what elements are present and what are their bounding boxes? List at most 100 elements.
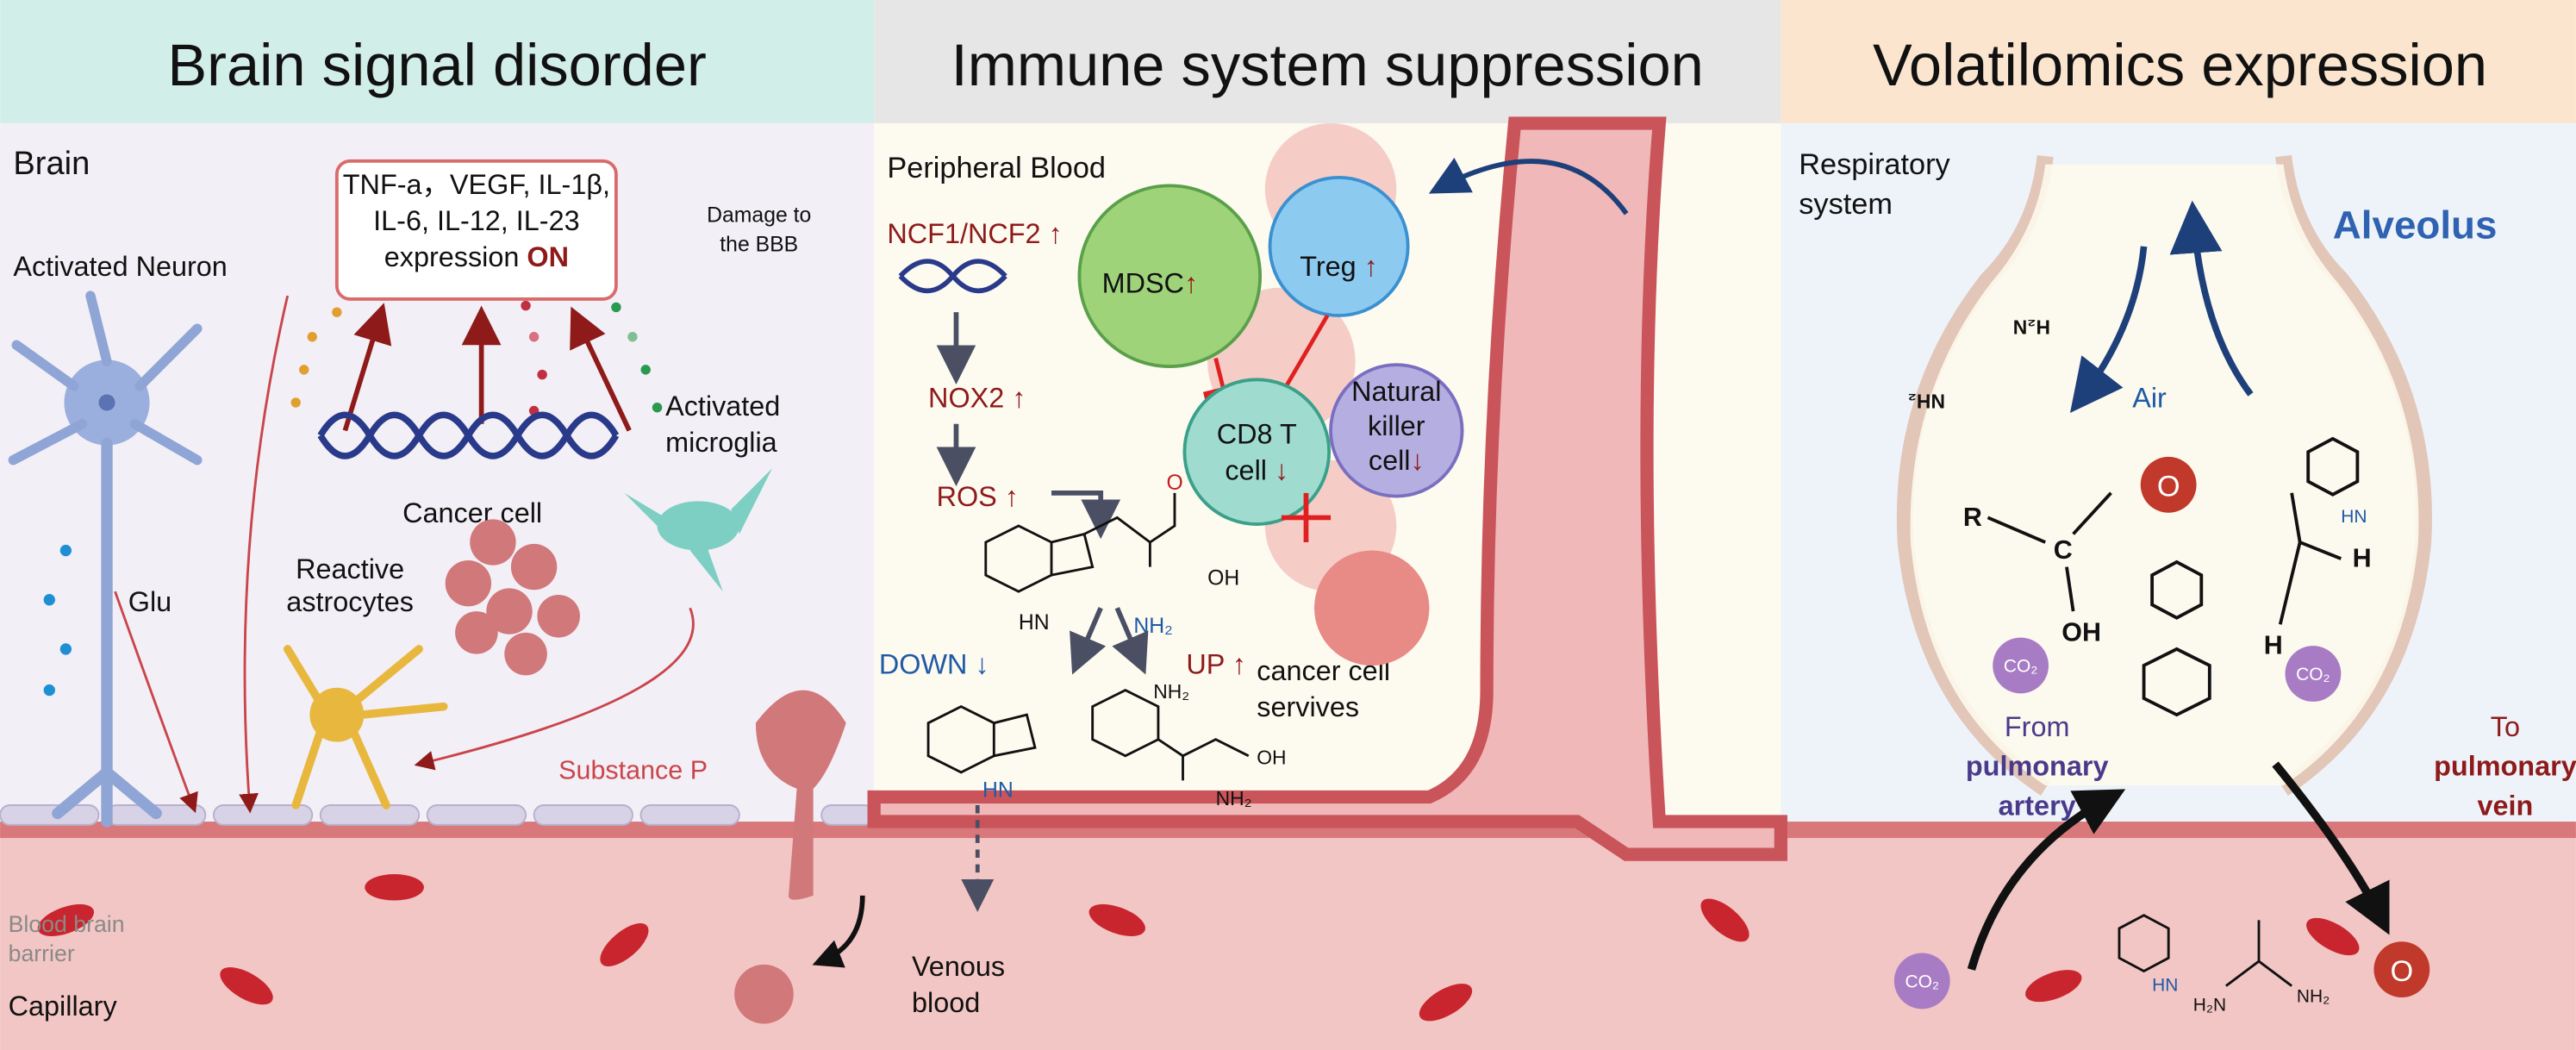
respiratory-label-2: system xyxy=(1799,188,1893,221)
cancer-cell-label: Cancer cell xyxy=(402,497,542,528)
microglia-label: Activated xyxy=(665,391,780,422)
kynurenine-nh2: NH₂ xyxy=(1153,680,1189,703)
bbb-damage-label: Damage to xyxy=(707,203,811,227)
co2-molecules xyxy=(1893,637,2342,1009)
migration-arrow xyxy=(1428,157,1629,216)
oxygen-molecule xyxy=(2140,456,2197,513)
urea-h2n: H₂N xyxy=(2013,316,2050,339)
cancer-cell-large xyxy=(1313,550,1430,666)
venous-blood-label: Venous xyxy=(912,951,1005,982)
to-label-2: pulmonary xyxy=(2434,751,2576,782)
formaldehyde-h-2: H xyxy=(2264,631,2283,660)
astrocytes-label: Reactive xyxy=(296,553,404,584)
kynurenine-nh2-2: NH₂ xyxy=(1216,787,1252,809)
blocked-cross-icon xyxy=(1281,492,1332,543)
arterial-arrow xyxy=(1967,789,2126,971)
panel-title-volatilomics: Volatilomics expression xyxy=(1873,32,2487,98)
brain-region-label: Brain xyxy=(13,145,90,182)
arrow-ros-tryptophan xyxy=(1051,490,1121,540)
panel-title-brain: Brain signal disorder xyxy=(167,32,706,98)
astrocytes-label-2: astrocytes xyxy=(286,586,414,617)
urea-bottom xyxy=(2118,914,2292,987)
cd8-label: CD8 T xyxy=(1217,419,1297,450)
cytokines-line3: expression ON xyxy=(384,241,569,272)
substance-p-arrow xyxy=(414,607,695,771)
air-label: Air xyxy=(2132,383,2167,414)
mdsc-label: MDSC↑ xyxy=(1102,267,1199,298)
neuron-icon xyxy=(8,291,203,828)
nox2-label: NOX2 ↑ xyxy=(928,383,1026,414)
neuron-label: Activated Neuron xyxy=(13,251,227,282)
oxygen-molecule-2 xyxy=(2373,941,2430,998)
nk-label-3: cell↓ xyxy=(1369,445,1425,476)
glu-dots xyxy=(43,544,72,697)
bbb-label: Blood brain xyxy=(9,911,125,937)
indole-structure xyxy=(926,705,1037,774)
bbb-damage-label-2: the BBB xyxy=(720,234,798,257)
co2-label-3: CO₂ xyxy=(1905,972,1939,992)
circulating-cancer-cell xyxy=(734,964,794,1024)
air-in-arrow xyxy=(2069,246,2148,414)
to-label: To xyxy=(2491,711,2520,742)
panel-title-immune: Immune system suppression xyxy=(951,32,1704,98)
alveolus-label: Alveolus xyxy=(2333,203,2498,247)
dna-icon-small xyxy=(898,259,1007,294)
neuron-arrow xyxy=(114,591,198,814)
from-label-3: artery xyxy=(1999,790,2076,821)
glu-label: Glu xyxy=(128,586,172,617)
tryptophan-nh2: NH₂ xyxy=(1133,615,1172,638)
kynurenine-structure xyxy=(1091,688,1250,781)
arrow-to-kynurenine xyxy=(1112,607,1149,675)
capillary-band xyxy=(0,829,2576,1050)
acid-r: R xyxy=(1963,503,1982,532)
acid-c: C xyxy=(2054,535,2073,565)
indole-hn-bottom: HN xyxy=(2152,975,2178,995)
venous-arrow xyxy=(812,895,865,968)
molecule-bonds xyxy=(1987,436,2360,717)
cytokines-line1: TNF-a，VEGF, IL-1β, xyxy=(343,169,610,200)
capillary-wall xyxy=(0,822,2576,839)
substance-p-label: Substance P xyxy=(558,755,708,784)
panel-immune-header xyxy=(874,0,1781,123)
cd8-t-cell xyxy=(1182,378,1332,526)
dna-icon xyxy=(317,411,620,459)
nk-cell xyxy=(1329,363,1464,498)
cancer-cells-cluster xyxy=(445,519,580,676)
urea-h2n-bottom: H₂N xyxy=(2193,995,2226,1015)
co2-label-2: CO₂ xyxy=(2296,665,2330,684)
cytokine-dots xyxy=(290,300,663,416)
nk-label: Natural xyxy=(1351,376,1441,407)
from-label-2: pulmonary xyxy=(1966,751,2109,782)
cytokines-line2: IL-6, IL-12, IL-23 xyxy=(373,205,579,236)
bbb-label-2: barrier xyxy=(9,941,75,966)
ros-label: ROS ↑ xyxy=(937,481,1019,512)
upregulation-arrows xyxy=(342,303,632,432)
up-label: UP ↑ xyxy=(1186,649,1246,680)
from-label: From xyxy=(2005,711,2070,742)
kynurenine-oh: OH xyxy=(1257,746,1286,768)
treg-inhibits-cd8 xyxy=(1261,314,1330,409)
down-label: DOWN ↓ xyxy=(879,649,989,680)
treg-cell xyxy=(1268,175,1410,317)
panel-brain-header xyxy=(0,0,875,123)
air-out-arrow xyxy=(2169,200,2254,397)
mdsc-cell xyxy=(1077,184,1263,368)
to-label-3: vein xyxy=(2478,790,2534,821)
capillary-label: Capillary xyxy=(9,991,118,1022)
cancer-survives-label-2: servives xyxy=(1257,691,1359,722)
acid-oh: OH xyxy=(2061,617,2101,647)
blood-vessel xyxy=(867,116,1787,861)
oxygen-label-2: O xyxy=(2390,955,2413,988)
co2-label: CO₂ xyxy=(2004,657,2038,677)
venous-blood-label-2: blood xyxy=(912,987,980,1018)
microglia-icon xyxy=(624,468,772,592)
cd8-label-2: cell ↓ xyxy=(1225,455,1288,486)
formaldehyde-h: H xyxy=(2353,544,2372,573)
peripheral-blood-label: Peripheral Blood xyxy=(887,152,1106,184)
nk-label-2: killer xyxy=(1368,410,1425,441)
tryptophan-hn: HN xyxy=(1019,611,1050,634)
arrow-to-indole xyxy=(1070,607,1107,675)
respiratory-label: Respiratory xyxy=(1799,148,1950,181)
mdsc-inhibits-cd8 xyxy=(1202,357,1245,401)
